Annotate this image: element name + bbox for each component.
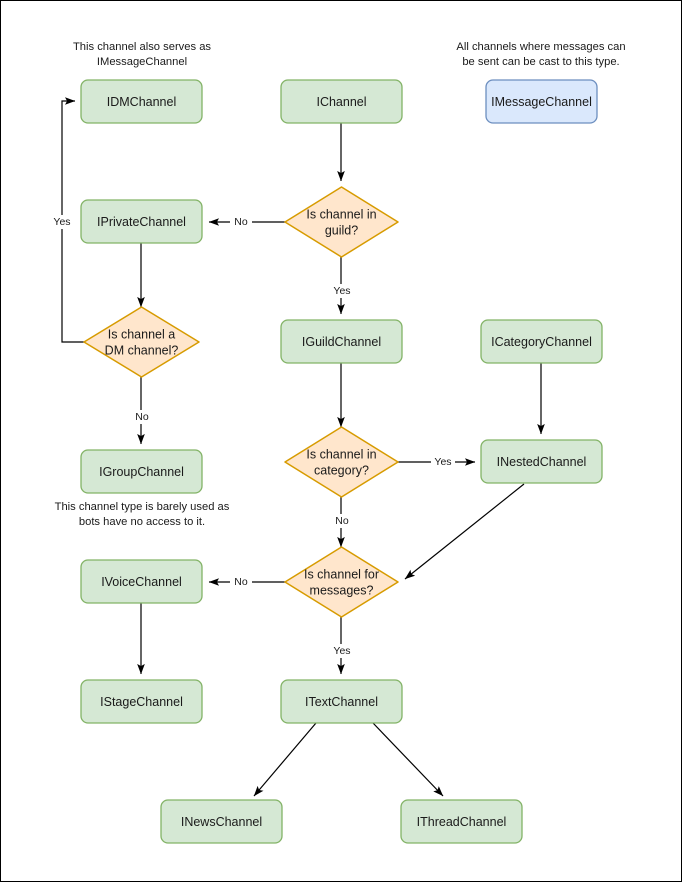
edge-dm-yes-to-idmchannel: Yes	[50, 97, 84, 343]
node-label-iguild-channel: IGuildChannel	[302, 335, 381, 349]
node-iprivate-channel[interactable]: IPrivateChannel	[80, 199, 203, 244]
node-decision-is-channel-in-category[interactable]: Is channel in category?	[284, 426, 399, 498]
node-inested-channel[interactable]: INestedChannel	[480, 439, 603, 484]
edge-label-guild-no: No	[234, 216, 248, 228]
edge-messages-no-to-ivoicechannel: No	[208, 575, 285, 589]
note-dm-channel: This channel also serves as IMessageChan…	[73, 41, 211, 68]
node-label-decision-category-line-1: Is channel in	[306, 447, 376, 461]
node-label-inews-channel: INewsChannel	[181, 815, 262, 829]
node-label-istage-channel: IStageChannel	[100, 695, 183, 709]
edge-label-category-yes: Yes	[434, 456, 451, 468]
node-label-inested-channel: INestedChannel	[497, 455, 587, 469]
note-message-line-2: be sent can be cast to this type.	[462, 56, 619, 68]
edge-dm-no-to-igroupchannel: No	[131, 377, 152, 445]
node-label-decision-guild-line-1: Is channel in	[306, 207, 376, 221]
node-label-decision-messages-line-1: Is channel for	[304, 567, 379, 581]
node-label-itext-channel: ITextChannel	[305, 695, 378, 709]
edge-inestedchannel-to-messages-decision	[404, 483, 525, 580]
edge-messages-yes-to-itextchannel: Yes	[330, 617, 354, 675]
node-inews-channel[interactable]: INewsChannel	[160, 799, 283, 844]
edge-label-guild-yes: Yes	[333, 285, 350, 297]
node-label-decision-guild-line-2: guild?	[325, 223, 358, 237]
node-label-ivoice-channel: IVoiceChannel	[101, 575, 182, 589]
node-ithread-channel[interactable]: IThreadChannel	[400, 799, 523, 844]
node-decision-is-channel-in-guild[interactable]: Is channel in guild?	[284, 186, 399, 258]
node-label-decision-dm-line-2: DM channel?	[105, 343, 179, 357]
note-dm-line-1: This channel also serves as	[73, 41, 211, 53]
node-icategory-channel[interactable]: ICategoryChannel	[480, 319, 603, 364]
edge-itextchannel-to-inewschannel	[253, 722, 317, 797]
note-group-channel: This channel type is barely used as bots…	[55, 501, 230, 528]
edge-label-dm-no: No	[135, 411, 149, 423]
note-dm-line-2: IMessageChannel	[97, 56, 187, 68]
note-message-line-1: All channels where messages can	[456, 41, 625, 53]
node-label-imessage-channel: IMessageChannel	[491, 95, 592, 109]
edge-category-yes-to-inestedchannel: Yes	[398, 455, 476, 469]
node-label-iprivate-channel: IPrivateChannel	[97, 215, 186, 229]
node-iguild-channel[interactable]: IGuildChannel	[280, 319, 403, 364]
node-igroup-channel[interactable]: IGroupChannel	[80, 449, 203, 494]
node-idm-channel[interactable]: IDMChannel	[80, 79, 203, 124]
edge-guild-yes-to-iguildchannel: Yes	[330, 257, 354, 315]
edge-category-no-to-messages-decision: No	[331, 497, 352, 548]
node-istage-channel[interactable]: IStageChannel	[80, 679, 203, 724]
notes-layer: This channel also serves as IMessageChan…	[55, 41, 626, 528]
note-message-channel: All channels where messages can be sent …	[456, 41, 625, 68]
nodes-layer: IDMChannel IChannel IMessageChannel IPri…	[80, 79, 603, 844]
edge-itextchannel-to-ithreadchannel	[372, 722, 444, 797]
node-ichannel[interactable]: IChannel	[280, 79, 403, 124]
node-decision-is-channel-dm[interactable]: Is channel a DM channel?	[83, 306, 200, 378]
edge-label-messages-yes: Yes	[333, 645, 350, 657]
note-group-line-1: This channel type is barely used as	[55, 501, 230, 513]
node-label-idm-channel: IDMChannel	[107, 95, 176, 109]
node-label-decision-category-line-2: category?	[314, 463, 369, 477]
node-label-decision-messages-line-2: messages?	[310, 583, 374, 597]
node-label-igroup-channel: IGroupChannel	[99, 465, 184, 479]
node-label-ithread-channel: IThreadChannel	[417, 815, 507, 829]
edge-label-category-no: No	[335, 515, 349, 527]
node-imessage-channel[interactable]: IMessageChannel	[485, 79, 598, 124]
edge-label-messages-no: No	[234, 576, 248, 588]
edge-label-dm-yes: Yes	[53, 216, 70, 228]
node-ivoice-channel[interactable]: IVoiceChannel	[80, 559, 203, 604]
edge-guild-no-to-iprivatechannel: No	[208, 215, 285, 229]
note-group-line-2: bots have no access to it.	[79, 516, 205, 528]
node-label-icategory-channel: ICategoryChannel	[491, 335, 592, 349]
node-itext-channel[interactable]: ITextChannel	[280, 679, 403, 724]
node-decision-is-channel-for-messages[interactable]: Is channel for messages?	[284, 546, 399, 618]
node-label-ichannel: IChannel	[316, 95, 366, 109]
edges-layer: IPrivateChannel --> No IGuildChannel -->…	[50, 97, 545, 797]
node-label-decision-dm-line-1: Is channel a	[108, 327, 175, 341]
